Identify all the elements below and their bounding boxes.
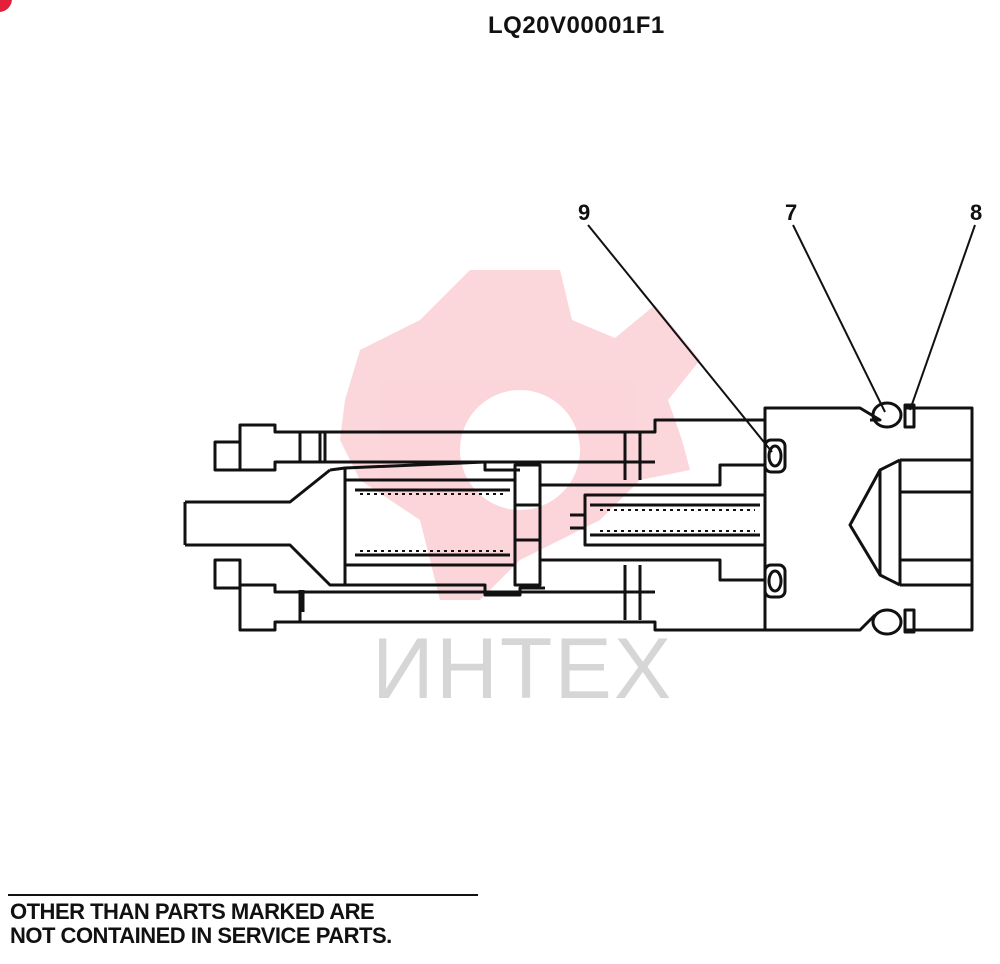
drawing-number-title: LQ20V00001F1	[488, 12, 665, 39]
inlet-nozzle	[185, 468, 545, 597]
note-divider	[8, 894, 478, 896]
callout-label-9: 9	[578, 200, 591, 225]
main-body	[300, 406, 882, 632]
left-lower-flange	[238, 583, 302, 632]
o-ring-7-lower	[871, 608, 903, 636]
leader-line-9	[587, 224, 773, 453]
seal-9	[763, 438, 787, 474]
leader-lines	[587, 224, 976, 453]
watermark-gear-icon	[340, 270, 700, 600]
spool-rod	[540, 463, 765, 582]
watermark-text: ИНТЕХ	[372, 621, 674, 717]
note-line-1: OTHER THAN PARTS MARKED ARE	[10, 899, 375, 924]
callout-label-7: 7	[785, 200, 798, 225]
leader-line-8	[909, 224, 976, 411]
callout-label-8: 8	[970, 200, 983, 225]
poppet-cone	[848, 458, 901, 587]
service-parts-note: OTHER THAN PARTS MARKED ARE NOT CONTAINE…	[10, 900, 392, 948]
right-housing	[763, 406, 974, 632]
left-upper-boss	[213, 440, 242, 472]
left-lower-boss	[213, 558, 242, 590]
o-ring-7	[871, 401, 903, 429]
hatch-lines	[360, 493, 755, 552]
left-upper-flange	[238, 423, 302, 472]
leader-line-7	[792, 224, 886, 413]
backup-ring-8	[903, 403, 916, 429]
note-line-2: NOT CONTAINED IN SERVICE PARTS.	[10, 923, 392, 948]
